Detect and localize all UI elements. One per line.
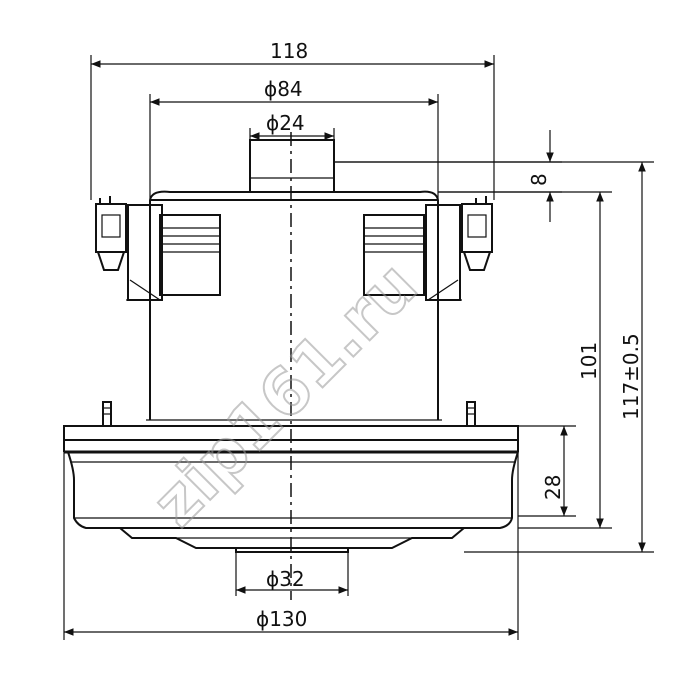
dim-label-28: 28 <box>541 475 565 500</box>
dim-flange-height: 28 <box>518 425 576 517</box>
dim-label-117: 117±0.5 <box>619 333 643 420</box>
dim-overall-width: 118 <box>90 39 495 200</box>
dim-height-to-flange: 101 <box>438 191 612 529</box>
left-brush-holder <box>95 196 221 301</box>
dim-total-height: 117±0.5 <box>334 161 654 553</box>
dim-inlet-height: 8 <box>334 130 562 222</box>
dim-label-phi130: ϕ130 <box>256 607 307 631</box>
dim-label-8: 8 <box>527 173 551 186</box>
watermark-text: zip161.ru <box>139 249 432 542</box>
dim-label-118: 118 <box>270 39 308 63</box>
right-brush-holder <box>363 196 493 301</box>
dim-label-phi32: ϕ32 <box>266 567 305 591</box>
dim-inlet-diameter: ϕ24 <box>249 111 335 140</box>
dim-label-phi24: ϕ24 <box>266 111 305 135</box>
inlet-cap <box>249 139 335 193</box>
dim-label-phi84: ϕ84 <box>264 77 303 101</box>
dim-outlet-diameter: ϕ32 <box>235 548 349 596</box>
dim-housing-diameter: ϕ84 <box>149 77 439 200</box>
dim-flange-diameter: ϕ130 <box>63 440 519 640</box>
dim-label-101: 101 <box>577 342 601 380</box>
